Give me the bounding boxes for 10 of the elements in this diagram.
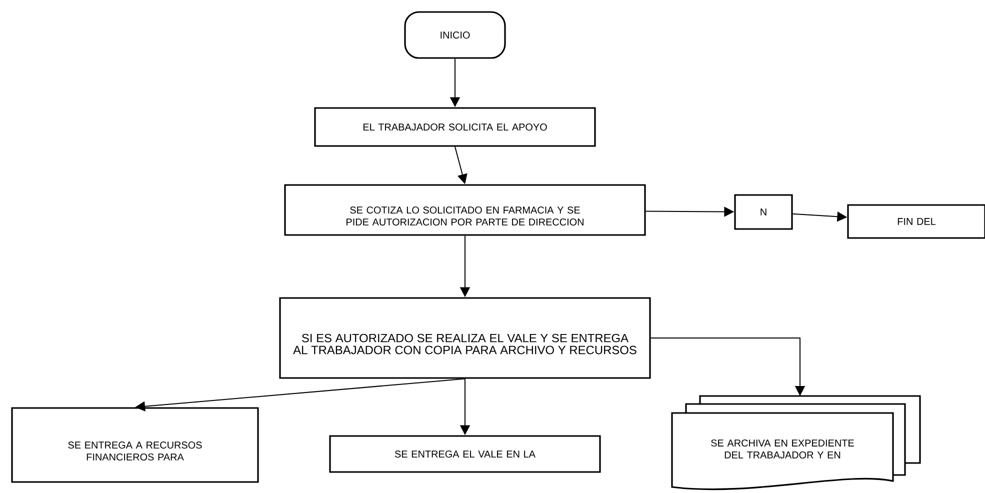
start-terminal: INICIO — [404, 11, 506, 59]
process-box: SE ENTREGA EL VALE EN LA — [329, 435, 601, 473]
process-box: FIN DEL — [847, 204, 985, 239]
process-box: SI ES AUTORIZADO SE REALIZA EL VALE Y SE ENTREGA AL TRABAJADOR CON COPIA PARA ARCHIVO Y RECURSOS — [279, 297, 651, 379]
process-box: SE ENTREGA A RECURSOS FINANCIEROS PARA — [11, 407, 259, 483]
node-label: SE ARCHIVA EN EXPEDIENTE DEL TRABAJADOR Y EN — [711, 439, 854, 458]
process-box: EL TRABAJADOR SOLICITA EL APOYO — [314, 107, 596, 147]
process-box: SE COTIZA LO SOLICITADO EN FARMACIA Y SE PIDE AUTORIZACION POR PARTE DE DIRECCION — [284, 184, 646, 236]
document-stack: SE ARCHIVA EN EXPEDIENTE DEL TRABAJADOR Y EN — [671, 395, 921, 490]
process-box: N — [734, 194, 793, 230]
